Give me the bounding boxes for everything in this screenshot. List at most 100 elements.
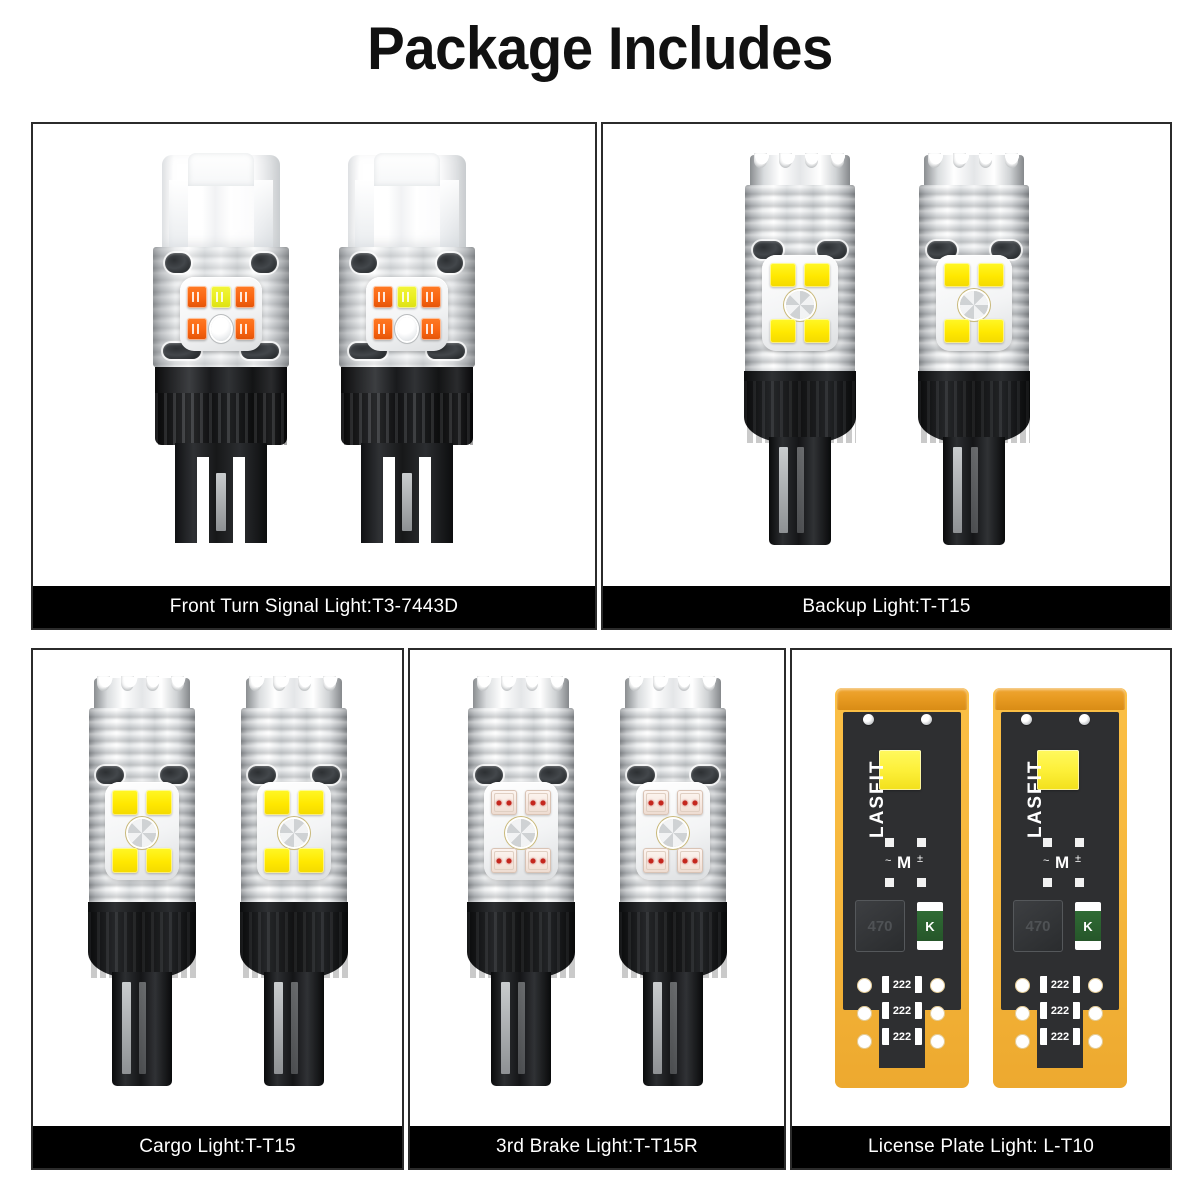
vent-window xyxy=(95,766,124,784)
led-chip-yellow xyxy=(111,848,138,873)
led-chip-yellow xyxy=(263,790,290,815)
dome-facet xyxy=(355,179,374,251)
base-fins xyxy=(917,381,1030,443)
led-chip-yellow xyxy=(977,263,1004,287)
led-plate xyxy=(180,277,262,351)
diode-body-label: K xyxy=(917,910,943,942)
crown-notch xyxy=(500,676,514,692)
led-plate xyxy=(484,782,558,880)
solder-pad xyxy=(1075,838,1084,847)
polarity-label-m: M xyxy=(1055,853,1070,872)
resistor-222: 222 xyxy=(1040,1002,1080,1019)
crown-notch xyxy=(323,676,336,692)
pcb-license-plate-left: LASFIT M ~ ± 470 K xyxy=(835,688,969,1088)
led-chip-yellow xyxy=(145,848,172,873)
resistor-body-label: 222 xyxy=(889,976,915,993)
resistor-222: 222 xyxy=(1040,976,1080,993)
solder-pad xyxy=(1043,838,1052,847)
resistor-body-label: 222 xyxy=(1047,1028,1073,1045)
bulb-backup-right xyxy=(909,153,1039,555)
vent-window xyxy=(437,253,463,273)
wedge-contact xyxy=(216,473,226,531)
led-chip-yellow xyxy=(145,790,172,815)
crown-notch xyxy=(476,676,490,692)
crown-notch xyxy=(778,153,792,169)
mount-hole xyxy=(1088,1006,1103,1021)
wedge-slot xyxy=(419,457,431,543)
bulb-brake-left xyxy=(459,676,583,1098)
pcb-top-connector xyxy=(995,688,1125,710)
base-shoulder xyxy=(743,371,856,443)
wedge-contact xyxy=(138,982,146,1074)
base-fins xyxy=(619,912,727,978)
base-body xyxy=(341,367,473,445)
wedge-base-t15 xyxy=(768,437,831,545)
crown-notch xyxy=(1004,153,1018,169)
vent-window xyxy=(691,766,719,784)
wedge-contact xyxy=(518,982,525,1074)
resistor-222: 222 xyxy=(882,1002,922,1019)
bulb-cargo-right xyxy=(232,676,356,1098)
resistor-222: 222 xyxy=(1040,1028,1080,1045)
base-shoulder xyxy=(619,902,727,978)
resistor-body-label: 222 xyxy=(889,1002,915,1019)
dome-facet xyxy=(169,179,188,251)
vent-window xyxy=(926,241,957,259)
vent-window xyxy=(159,766,188,784)
crown-notch xyxy=(146,676,159,692)
vent-window xyxy=(475,766,503,784)
resistor-222: 222 xyxy=(882,1028,922,1045)
base-fins xyxy=(155,393,287,445)
dome-lens xyxy=(162,153,280,251)
center-lens xyxy=(279,819,308,847)
inductor-470: 470 xyxy=(1013,900,1063,952)
wedge-contact xyxy=(670,982,677,1074)
diode-k: K xyxy=(917,902,943,950)
center-lens xyxy=(127,819,156,847)
base-fins xyxy=(467,912,575,978)
base-fins xyxy=(341,393,473,445)
center-lens xyxy=(211,317,231,341)
vent-window xyxy=(627,766,655,784)
panel-cargo-light: Cargo Light:T-T15 xyxy=(31,648,404,1170)
crown-notch xyxy=(628,676,642,692)
resistor-body-label: 222 xyxy=(889,1028,915,1045)
crown-notch xyxy=(171,676,184,692)
brand-label: LASFIT xyxy=(1025,759,1046,839)
led-chip-red xyxy=(491,848,517,873)
resistor-222: 222 xyxy=(882,976,922,993)
polarity-label-m: M xyxy=(897,853,912,872)
wedge-contact xyxy=(653,982,662,1074)
led-chip-red xyxy=(491,790,517,815)
vent-window xyxy=(752,241,783,259)
bulb-brake-right xyxy=(611,676,735,1098)
panel-front-turn-signal: Front Turn Signal Light:T3-7443D xyxy=(31,122,597,630)
vent-window xyxy=(247,766,276,784)
crown-notch xyxy=(273,676,286,692)
base-shoulder xyxy=(87,902,196,978)
led-chip-amber xyxy=(373,286,393,308)
dome-facet xyxy=(440,179,459,251)
bulb-front-turn-signal-left xyxy=(146,153,296,555)
mount-hole xyxy=(1015,1006,1030,1021)
wedge-base-t15 xyxy=(643,972,703,1086)
crown-notch xyxy=(978,153,992,169)
crown-notch xyxy=(97,676,110,692)
center-lens xyxy=(397,317,417,341)
mount-hole xyxy=(930,978,945,993)
led-plate xyxy=(761,255,838,351)
caption-license-plate-light: License Plate Light: L-T10 xyxy=(792,1126,1170,1168)
mount-hole xyxy=(1088,978,1103,993)
vent-window xyxy=(311,766,340,784)
crown-notch xyxy=(677,676,691,692)
led-chip-amber xyxy=(187,318,207,340)
led-plate xyxy=(366,277,448,351)
solder-pad xyxy=(885,878,894,887)
wedge-slot xyxy=(197,457,209,543)
wedge-contact xyxy=(501,982,510,1074)
wedge-contact xyxy=(402,473,412,531)
solder-pad xyxy=(885,838,894,847)
crown-notch xyxy=(952,153,966,169)
bulb-front-turn-signal-right xyxy=(332,153,482,555)
wedge-base-t15 xyxy=(942,437,1005,545)
